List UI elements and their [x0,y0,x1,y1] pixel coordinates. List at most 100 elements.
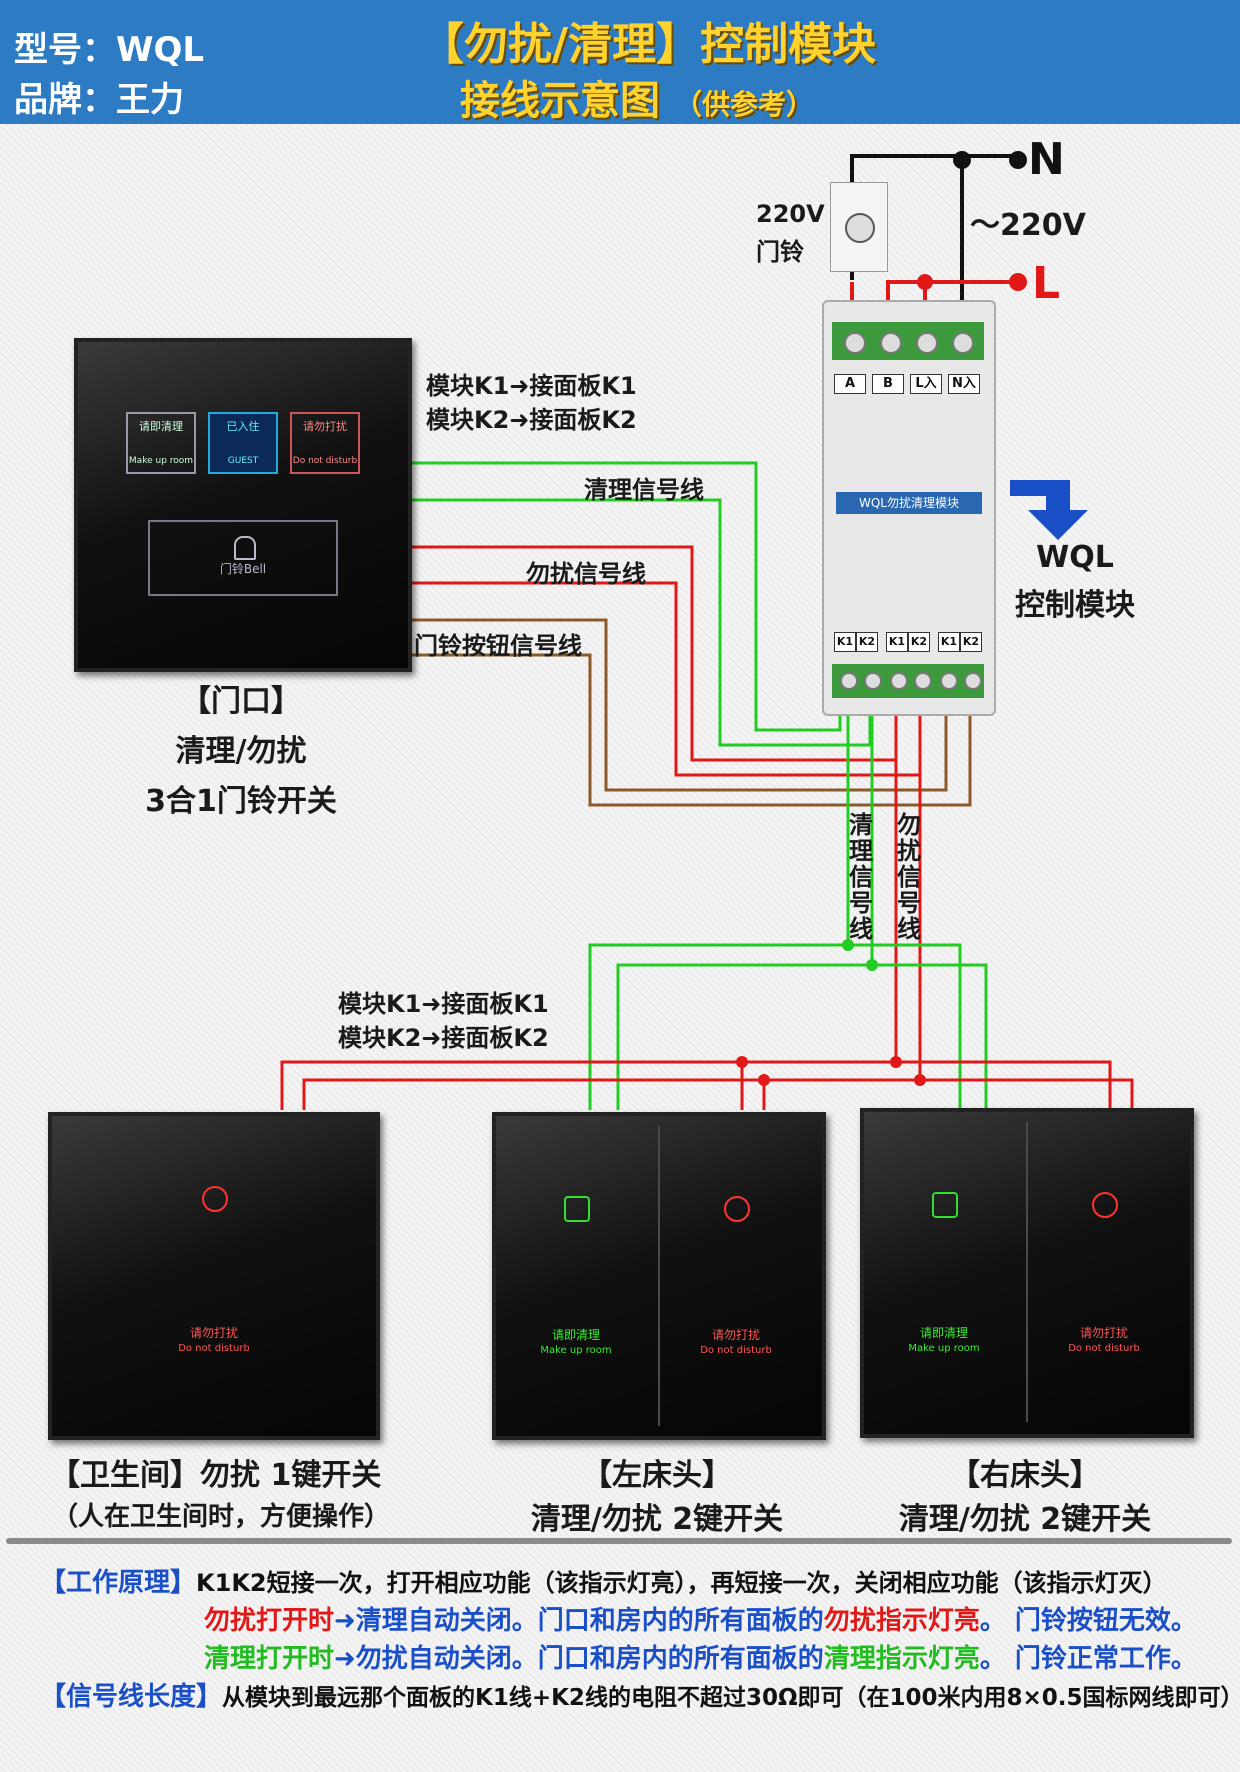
clean-wire-b [408,498,872,747]
dnd-text3: 。 门铃按钮无效。 [979,1606,1197,1636]
dnd-text2: 勿扰指示灯亮 [823,1606,980,1636]
neutral-junction [953,151,971,169]
tag-k1a: K1 [834,632,856,652]
room-trunk-wires [280,690,1134,1110]
tag-b: B [872,374,904,394]
clean-wire-a [408,461,842,732]
page-title: 【勿扰/清理】控制模块 [420,19,877,70]
vert-clean-label: 清理信号线 [849,811,873,943]
panel-divider [1026,1122,1028,1422]
bath-cn: 请勿打扰 [189,1326,238,1340]
door-btn-clean-cn: 请即清理 [139,420,183,433]
panel-divider [658,1126,660,1426]
dnd-text1: ➜清理自动关闭。门口和房内的所有面板的 [334,1606,824,1636]
right-btn1-en: Make up room [908,1343,980,1354]
module-arrow-icon [1010,480,1088,540]
right-caption2: 清理/勿扰 2键开关 [898,1502,1152,1537]
red-dist-b2 [920,1078,1134,1110]
door-bell-label: 门铃Bell [219,562,267,576]
right-btn2-cn: 请勿打扰 [1079,1326,1128,1340]
doorbell-label: 门铃 [756,238,804,266]
clean-on-label: 清理打开时 [204,1644,335,1674]
top-k1-label: 模块K1➜接面板K1 [426,372,637,400]
screw-icon [940,672,958,690]
bath-panel: 请勿打扰 Do not disturb [48,1112,380,1440]
doorbell-voltage: 220V [756,200,825,228]
dnd-icon [202,1186,228,1212]
clean-text3: 。 门铃正常工作。 [979,1644,1197,1674]
bell-wire-b [408,653,972,807]
left-caption1: 【左床头】 [582,1458,732,1493]
tag-k2b: K2 [908,632,930,652]
neutral-label: N [1028,134,1065,185]
left-btn2-cn: 请勿打扰 [711,1328,760,1342]
bath-caption2: （人在卫生间时，方便操作） [52,1502,391,1532]
junction-green-a [842,939,854,951]
door-caption2: 清理/勿扰 [175,734,307,769]
screw-icon [952,332,974,354]
module-caption2: 控制模块 [1015,588,1135,623]
footer-separator [6,1538,1232,1544]
tag-a: A [834,374,866,394]
left-bedside-panel: 请即清理 Make up room 请勿打扰 Do not disturb [492,1112,826,1440]
neutral-terminal [1009,151,1027,169]
right-btn1-cn: 请即清理 [919,1326,968,1340]
header-bar: 型号：WQL 品牌：王力 【勿扰/清理】控制模块 接线示意图 （供参考） [0,0,1240,124]
right-caption1: 【右床头】 [950,1458,1100,1493]
bell-icon [234,536,256,560]
page-subtitle: 接线示意图 （供参考） [460,68,814,126]
screw-icon [916,332,938,354]
left-btn1-en: Make up room [540,1345,612,1356]
right-bedside-panel: 请即清理 Make up room 请勿打扰 Do not disturb [860,1108,1194,1438]
bell-wire-a [408,618,948,792]
length-line: 【信号线长度】从模块到最远那个面板的K1线+K2线的电阻不超过30Ω即可（在10… [40,1676,1240,1713]
screw-icon [840,672,858,690]
bath-caption1: 【卫生间】勿扰 1键开关 [50,1458,382,1493]
door-btn-dnd[interactable]: 请勿打扰 Do not disturb [290,412,360,474]
dnd-line-label: 勿扰信号线 [526,560,646,588]
live-junction [917,274,933,290]
door-btn-guest-cn: 已入住 [226,420,260,433]
bath-en: Do not disturb [178,1343,250,1354]
tag-k1c: K1 [938,632,960,652]
screw-icon [914,672,932,690]
red-dist-a2 [896,1060,1112,1110]
clean-icon [564,1196,590,1222]
left-caption2: 清理/勿扰 2键开关 [530,1502,784,1537]
door-panel: 请即清理 Make up room 已入住 GUEST 请勿打扰 Do not … [74,338,412,672]
green-dist-a2 [848,943,962,1110]
door-btn-clean[interactable]: 请即清理 Make up room [126,412,196,474]
green-dist-b2 [872,963,988,1110]
screw-icon [844,332,866,354]
module-caption1: WQL [1036,540,1114,575]
clean-line-label: 清理信号线 [584,476,704,504]
model-label: 型号：WQL [14,30,205,70]
door-btn-guest-en: GUEST [227,456,259,466]
door-caption1: 【门口】 [181,684,301,719]
red-dist-a [280,1060,896,1110]
door-caption3: 3合1门铃开关 [145,784,337,819]
junction-red-b [914,1074,926,1086]
tag-n: N入 [948,374,980,394]
principle-text: K1K2短接一次，打开相应功能（该指示灯亮），再短接一次，关闭相应功能（该指示灯… [196,1569,1167,1597]
dnd-icon [1092,1192,1118,1218]
subtitle-note: （供参考） [673,88,814,121]
module-bottom-terminal [832,664,984,698]
subtitle-text: 接线示意图 [460,78,660,124]
green-dist-b [616,963,872,1110]
mid-k1-label: 模块K1➜接面板K1 [338,990,549,1018]
dnd-rule-line: 勿扰打开时➜清理自动关闭。门口和房内的所有面板的勿扰指示灯亮。 门铃按钮无效。 [204,1600,1197,1637]
live-label: L [1032,258,1061,309]
screw-icon [880,332,902,354]
door-btn-guest[interactable]: 已入住 GUEST [208,412,278,474]
door-bell-button[interactable]: 门铃Bell [148,520,338,596]
screw-icon [964,672,982,690]
screw-icon [890,672,908,690]
clean-rule-line: 清理打开时➜勿扰自动关闭。门口和房内的所有面板的清理指示灯亮。 门铃正常工作。 [204,1638,1197,1675]
door-btn-dnd-cn: 请勿打扰 [303,420,347,433]
junction-red-a [890,1056,902,1068]
module-top-terminal [832,322,984,360]
red-dist-b [302,1078,920,1110]
junction-green-b [866,959,878,971]
